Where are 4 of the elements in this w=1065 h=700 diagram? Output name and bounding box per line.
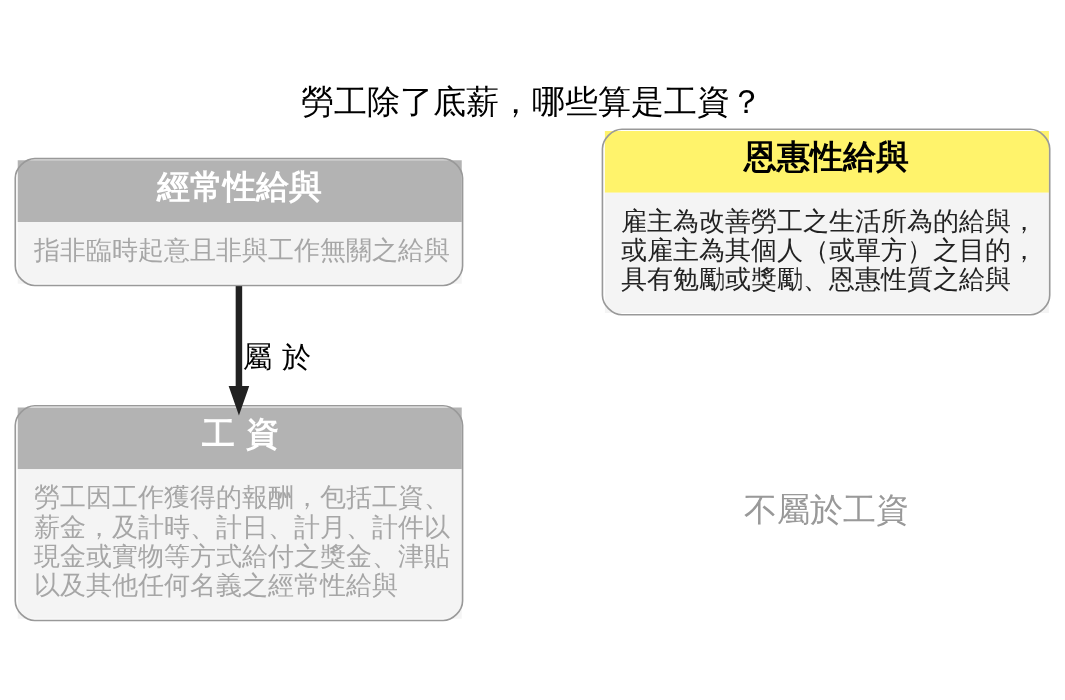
arrow xyxy=(228,285,250,415)
diagram-title: 勞工除了底薪，哪些算是工資？ xyxy=(301,82,764,121)
label: 不屬於工資 xyxy=(743,490,909,529)
edge-label: 屬 於 xyxy=(243,339,311,374)
